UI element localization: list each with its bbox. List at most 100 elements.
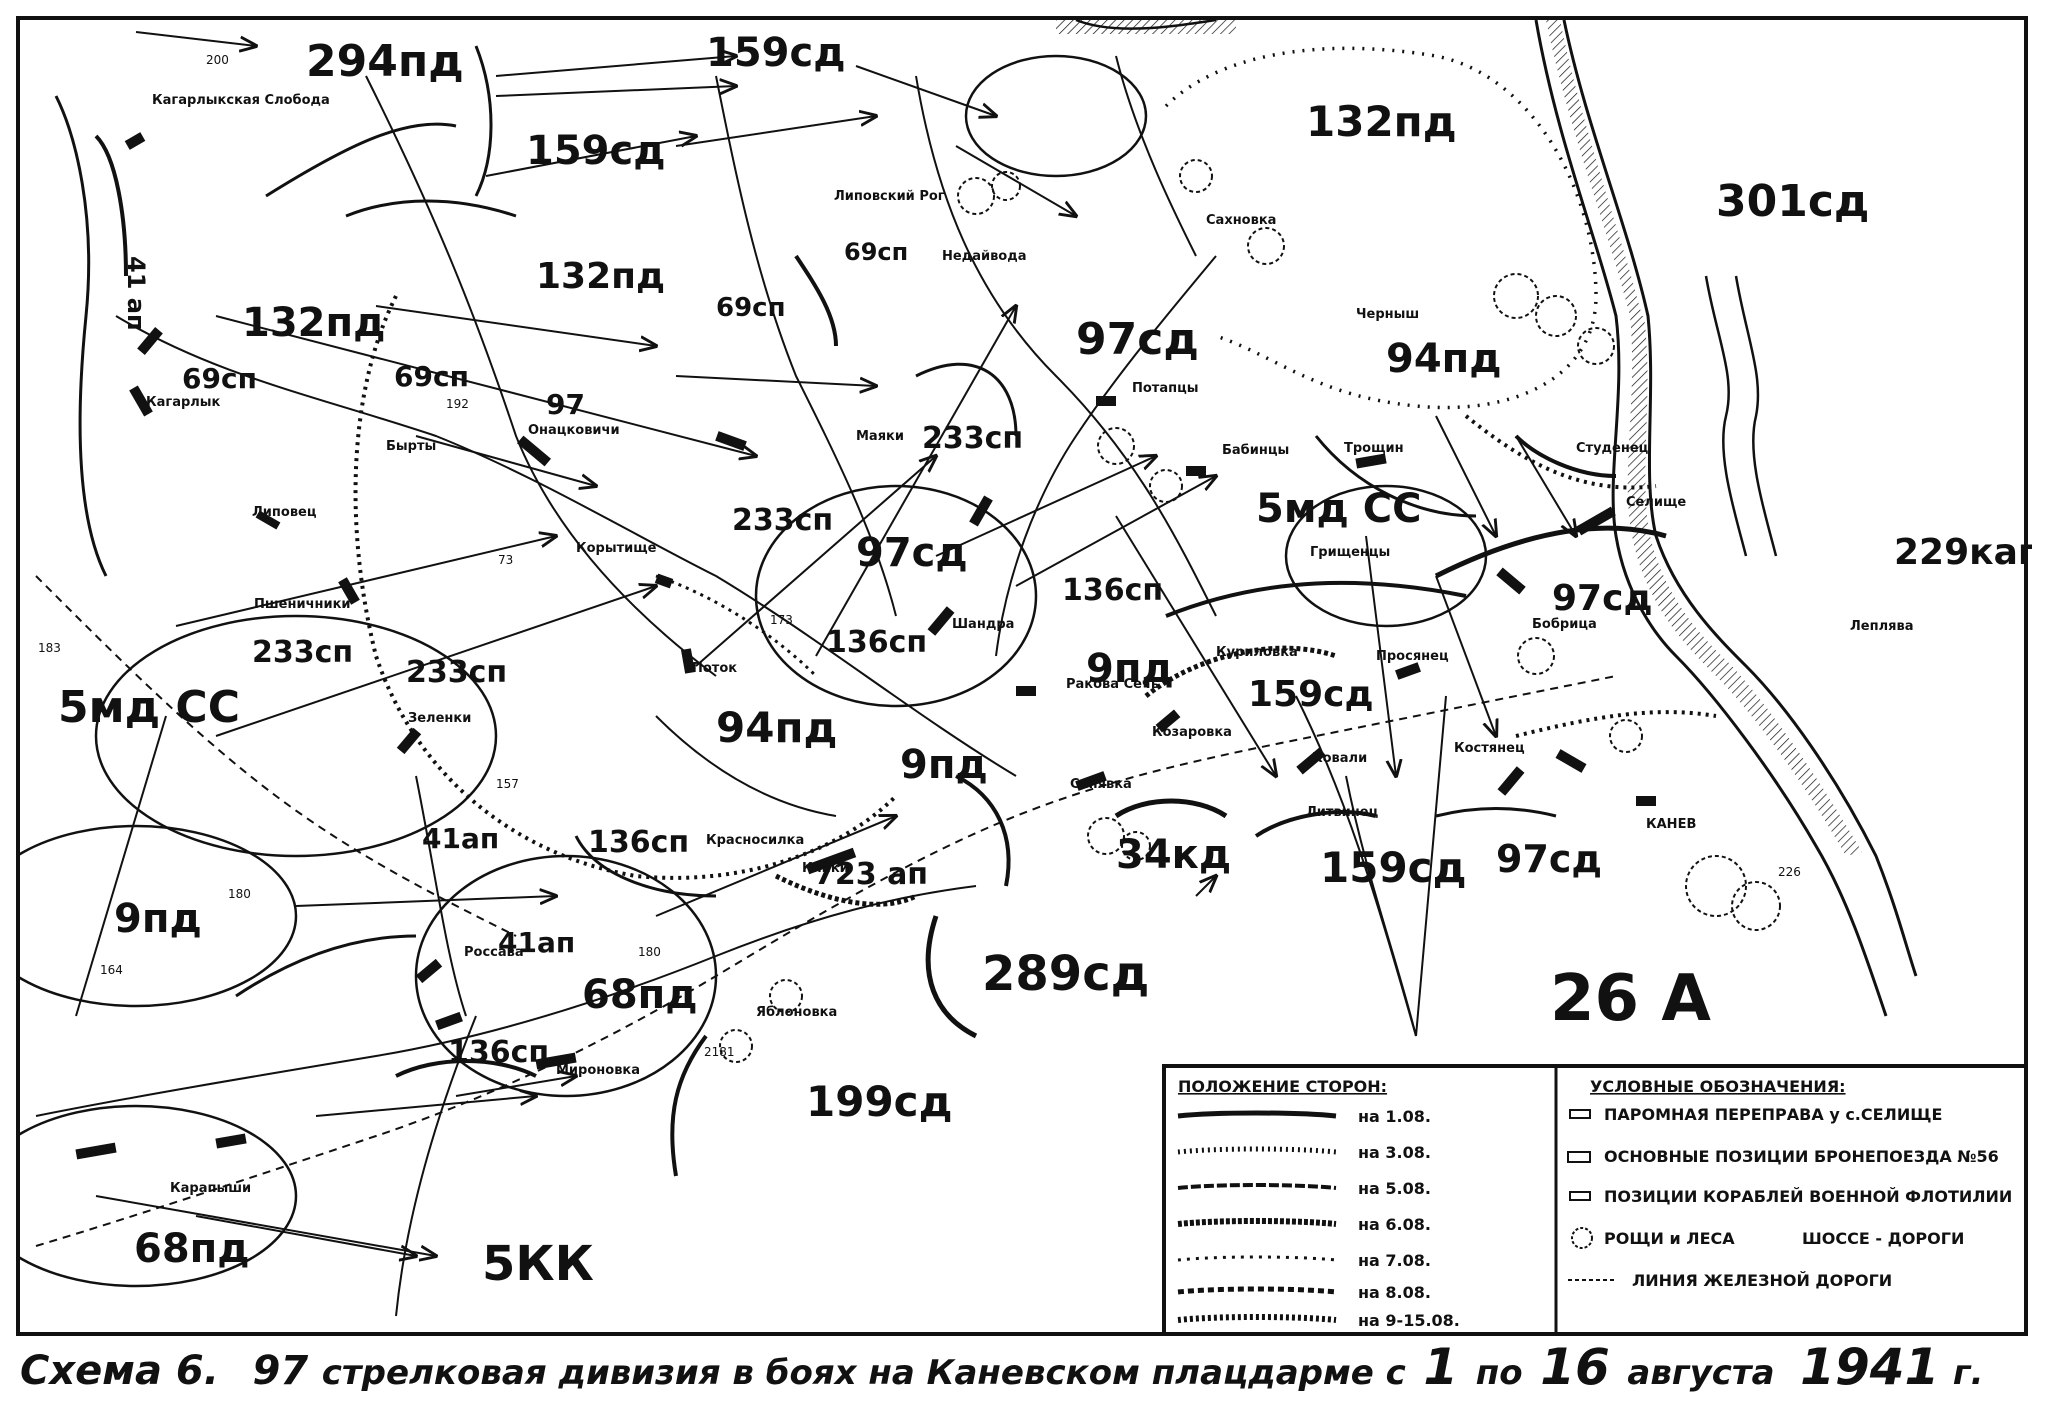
unit-label: 132пд [536, 256, 665, 297]
settlement-label: Ковали [1312, 751, 1367, 766]
unit-label: 233сп [922, 421, 1023, 456]
roads [35, 55, 1447, 1317]
caption-mid: по [1475, 1353, 1523, 1393]
legend-symbol-row: ШОССЕ - ДОРОГИ [1802, 1229, 1964, 1248]
unit-label: 68пд [582, 972, 698, 1018]
legend-symbol-row: ОСНОВНЫЕ ПОЗИЦИИ БРОНЕПОЕЗДА №56 [1604, 1147, 1999, 1166]
front-lines [54, 45, 1717, 1177]
unit-label: 132пд [242, 300, 385, 346]
settlement-label: Грищенцы [1310, 545, 1390, 560]
height-mark: 157 [496, 777, 519, 791]
unit-label: 97сд [1552, 578, 1653, 619]
unit-label: 69сп [844, 238, 908, 266]
unit-label: 69сп [182, 362, 257, 395]
unit-label: 5мд СС [1256, 486, 1421, 532]
unit-label: 5КК [482, 1236, 594, 1292]
caption-suffix: г. [1952, 1353, 1984, 1393]
map-border [16, 16, 2028, 1336]
unit-label: 9пд [900, 742, 988, 788]
settlement-label: КАНЕВ [1646, 817, 1696, 832]
settlement-label: Кийки [802, 861, 849, 876]
unit-label: 69сп [394, 360, 469, 393]
settlement-label: Леплява [1850, 619, 1913, 634]
settlement-label: Шандра [952, 617, 1014, 632]
unit-label: 229кап [1894, 532, 2032, 573]
height-mark: 200 [206, 53, 229, 67]
caption-text: стрелковая дивизия в боях на Каневском п… [321, 1353, 1406, 1393]
legend-row: на 5.08. [1358, 1179, 1431, 1198]
unit-label: 97сд [1496, 837, 1602, 881]
unit-label: 41ап [498, 926, 575, 959]
unit-label: 34кд [1116, 832, 1231, 878]
caption-to: 16 [1540, 1338, 1610, 1396]
settlement-label: Бобрица [1532, 617, 1597, 632]
settlement-label: Онацковичи [528, 423, 620, 438]
legend-symbol-row: ЛИНИЯ ЖЕЛЕЗНОЙ ДОРОГИ [1632, 1271, 1892, 1290]
dnieper-river [1056, 18, 1918, 1017]
unit-label: 136сп [588, 825, 689, 860]
settlement-label: Корытище [576, 541, 657, 556]
settlement-label: Куриловка [1216, 645, 1298, 660]
settlement-label: Липовец [252, 505, 317, 520]
unit-label: 26 А [1550, 962, 1711, 1036]
unit-label: 97сд [856, 530, 968, 576]
unit-label: 233сп [732, 503, 833, 538]
settlement-label: Козаровка [1152, 725, 1232, 740]
unit-label: 159сд [526, 128, 666, 174]
unit-label: 723 ап [814, 857, 928, 892]
unit-label: 233сп [252, 635, 353, 670]
settlement-label: Костянец [1454, 741, 1525, 756]
map-area: 294пд 159сд 159сд 132пд 301сд 41 ап 132п… [16, 16, 2032, 1336]
settlement-label: Поток [692, 661, 737, 676]
unit-label: 159сд [1248, 674, 1374, 715]
map-caption: Схема 6. 97 стрелковая дивизия в боях на… [20, 1338, 2020, 1408]
settlement-label: Селище [1626, 495, 1686, 510]
settlement-label: Сахновка [1206, 213, 1276, 228]
legend-symbol-row: ПОЗИЦИИ КОРАБЛЕЙ ВОЕННОЙ ФЛОТИЛИИ [1604, 1187, 2012, 1206]
height-mark: 73 [498, 553, 513, 567]
settlement-label: Россава [464, 945, 524, 960]
legend-symbol-row: РОЩИ и ЛЕСА [1604, 1229, 1735, 1248]
settlement-label: Яблоновка [756, 1005, 837, 1020]
unit-areas [16, 54, 1488, 1288]
caption-number: 97 [252, 1348, 309, 1394]
legend-title-symbols: УСЛОВНЫЕ ОБОЗНАЧЕНИЯ: [1590, 1077, 1846, 1096]
attack-arrows [95, 31, 1576, 1256]
unit-label: 5мд СС [58, 682, 240, 733]
unit-label: 94пд [1386, 336, 1502, 382]
unit-label: 94пд [716, 703, 837, 752]
height-mark: 192 [446, 397, 469, 411]
railway [35, 575, 1617, 1247]
settlement-label: Просянец [1376, 649, 1449, 664]
height-mark: 180 [638, 945, 661, 959]
unit-label: 97сд [1076, 314, 1199, 365]
settlement-label: Литвинец [1306, 805, 1379, 820]
legend-row: на 7.08. [1358, 1251, 1431, 1270]
settlement-label: Мироновка [556, 1063, 640, 1078]
unit-label: 199сд [806, 1077, 953, 1126]
height-mark: 2181 [704, 1045, 735, 1059]
height-mark: 173 [770, 613, 793, 627]
settlement-label: Недайвода [942, 249, 1027, 264]
unit-label: 301сд [1716, 176, 1869, 227]
unit-label: 9пд [1086, 646, 1174, 692]
unit-label: 41 ап [122, 256, 150, 331]
unit-label: 289сд [982, 946, 1149, 1002]
settlement-label: Маяки [856, 429, 904, 444]
unit-label: 159сд [1320, 843, 1467, 892]
unit-label: 68пд [134, 1226, 250, 1272]
height-mark: 164 [100, 963, 123, 977]
settlement-glyphs [75, 132, 1656, 1160]
unit-label: 136сп [826, 625, 927, 660]
height-mark: 180 [228, 887, 251, 901]
legend-row: на 8.08. [1358, 1283, 1431, 1302]
unit-label: 69сп [716, 293, 786, 323]
settlement-label: Карапыши [170, 1181, 251, 1196]
caption-year: 1941 [1800, 1338, 1940, 1396]
legend-title-positions: ПОЛОЖЕНИЕ СТОРОН: [1178, 1077, 1387, 1096]
caption-label: Схема 6. [20, 1348, 219, 1394]
settlement-label: Ракова Сечь [1066, 677, 1159, 692]
settlement-label: Черныш [1356, 307, 1419, 322]
settlement-label: Кагарлыкская Слобода [152, 93, 330, 108]
